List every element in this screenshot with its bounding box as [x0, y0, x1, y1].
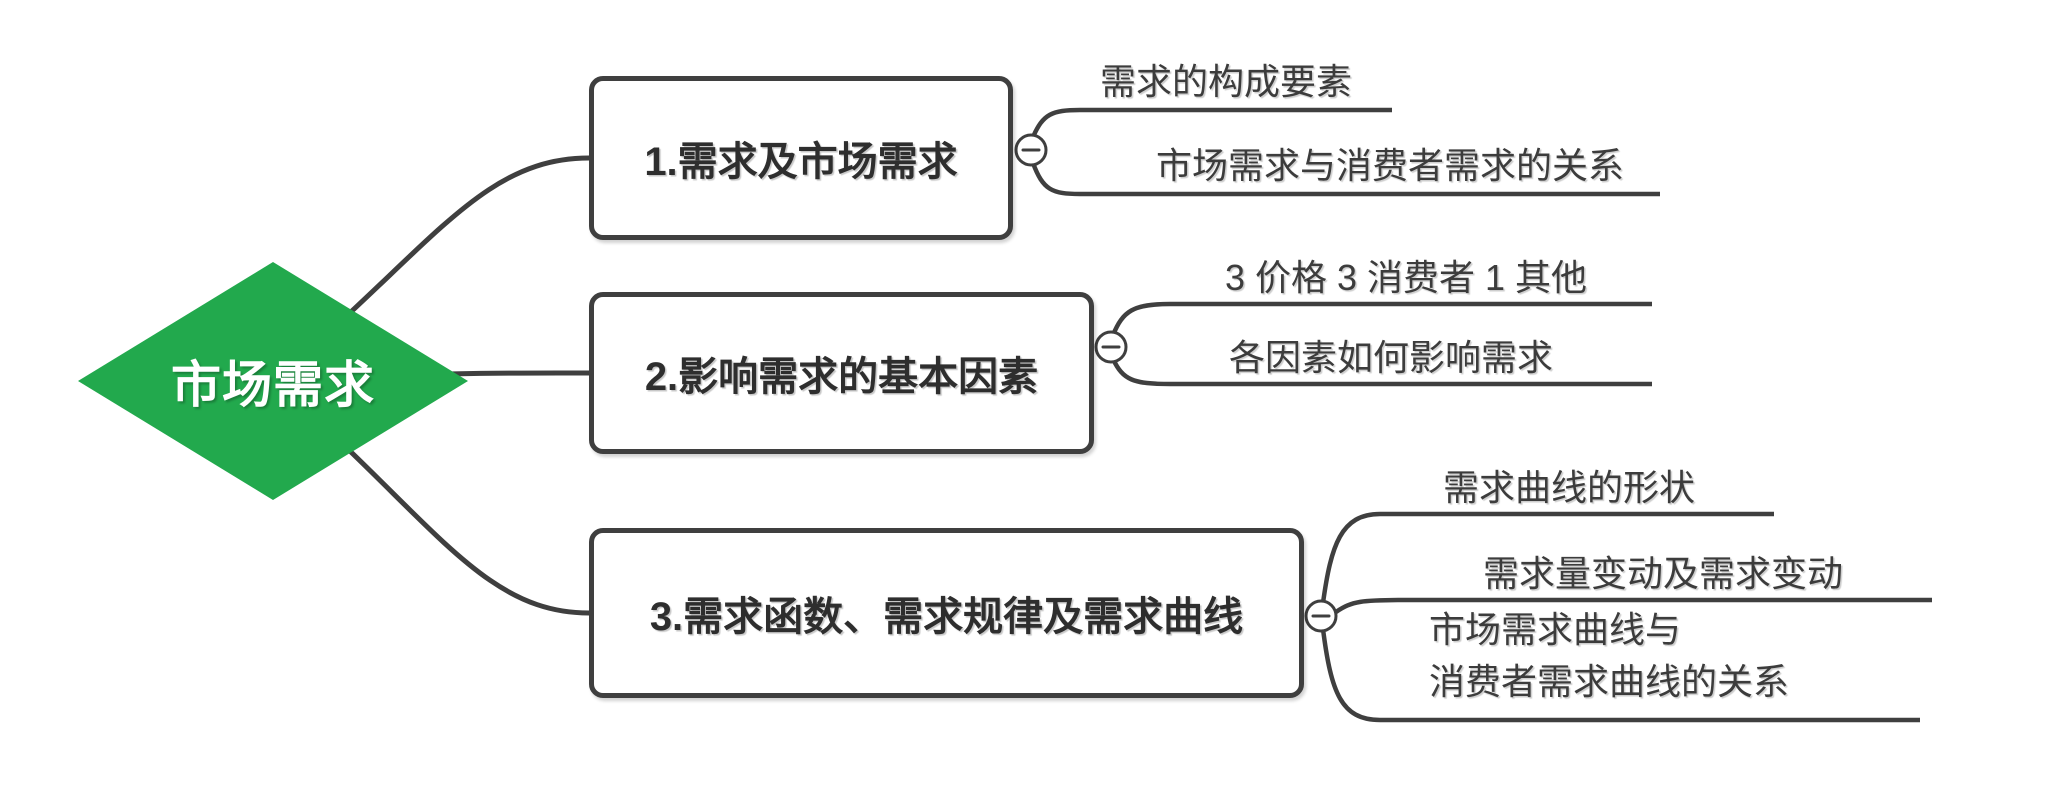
subtopic-node-3-2-label: 需求量变动及需求变动 [1482, 553, 1843, 594]
topic-node-1-label: 1.需求及市场需求 [644, 140, 958, 184]
connector-topic3-child3 [1320, 628, 1920, 723]
connector-topic3-child1 [1320, 511, 1774, 604]
subtopic-node-1-2-label: 市场需求与消费者需求的关系 [1155, 145, 1624, 186]
subtopic-node-3-3-label-line1: 市场需求曲线与 [1429, 609, 1682, 650]
subtopic-node-3-3-label-line2: 消费者需求曲线的关系 [1429, 661, 1790, 702]
subtopic-node-3-2[interactable]: 需求量变动及需求变动 [1394, 542, 1932, 600]
subtopic-node-1-2[interactable]: 市场需求与消费者需求的关系 [1120, 134, 1660, 192]
subtopic-node-3-1[interactable]: 需求曲线的形状 [1364, 456, 1774, 514]
topic-node-1[interactable]: 1.需求及市场需求 [589, 76, 1013, 240]
topic-node-3[interactable]: 3.需求函数、需求规律及需求曲线 [589, 528, 1304, 698]
subtopic-node-3-3[interactable]: 市场需求曲线与 消费者需求曲线的关系 [1371, 604, 1920, 718]
topic-node-2[interactable]: 2.影响需求的基本因素 [589, 292, 1094, 454]
collapse-button-topic3[interactable] [1304, 599, 1338, 633]
subtopic-node-2-2-label: 各因素如何影响需求 [1228, 337, 1553, 378]
subtopic-node-2-1-label: 3 价格 3 消费者 1 其他 [1224, 257, 1588, 298]
topic-node-2-label: 2.影响需求的基本因素 [644, 355, 1039, 399]
subtopic-node-3-1-label: 需求曲线的形状 [1442, 467, 1695, 508]
subtopic-node-1-1-label: 需求的构成要素 [1099, 61, 1352, 102]
connector-topic3-child2 [1334, 597, 1932, 614]
collapse-button-topic2[interactable] [1094, 330, 1128, 364]
connector-topic2-child1 [1110, 301, 1652, 336]
subtopic-node-1-1[interactable]: 需求的构成要素 [1060, 50, 1392, 108]
connector-topic1-child2 [1030, 162, 1660, 197]
root-node-label: 市场需求 [171, 357, 375, 413]
topic-node-3-label: 3.需求函数、需求规律及需求曲线 [649, 595, 1244, 639]
connector-topic2-child2 [1110, 358, 1652, 387]
connector-topic1-child1 [1030, 107, 1392, 138]
subtopic-node-2-2[interactable]: 各因素如何影响需求 [1130, 326, 1652, 384]
subtopic-node-2-1[interactable]: 3 价格 3 消费者 1 其他 [1160, 246, 1652, 304]
collapse-button-topic1[interactable] [1014, 133, 1048, 167]
